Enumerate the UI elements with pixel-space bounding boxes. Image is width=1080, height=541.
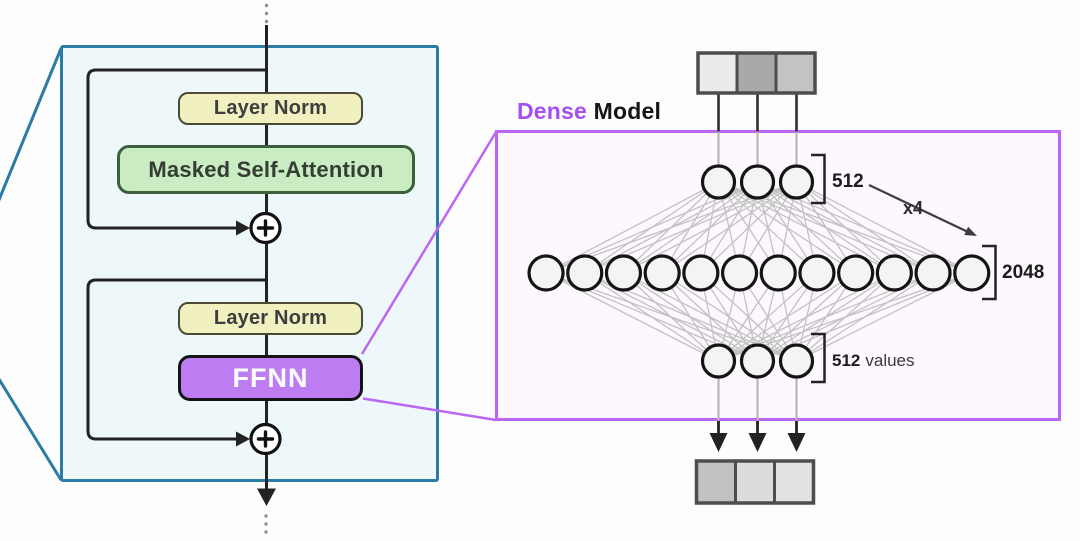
masked-self-attention-label: Masked Self-Attention — [148, 156, 384, 182]
masked-self-attention-box: Masked Self-Attention — [117, 145, 415, 194]
input-vector-cell — [774, 51, 817, 95]
ellipsis-bottom — [264, 514, 268, 534]
edge — [661, 181, 797, 274]
input-neuron — [739, 164, 776, 200]
input-neuron — [700, 164, 737, 200]
edge — [700, 181, 797, 274]
output-vector-cell — [695, 459, 737, 505]
vector-connectors — [709, 93, 806, 452]
hidden-neuron — [566, 254, 604, 292]
input-vector-cell — [735, 51, 778, 95]
purple-zoom-guide-lines — [360, 131, 498, 422]
add-node-2 — [249, 422, 282, 456]
hidden-neuron — [837, 254, 875, 292]
input-size-label: 512 — [832, 171, 864, 192]
edge — [718, 272, 818, 362]
ffnn-label: FFNN — [232, 362, 309, 393]
output-vector-cell — [734, 459, 776, 505]
layer-norm-1-label: Layer Norm — [213, 97, 328, 119]
hidden-neuron — [914, 254, 952, 292]
output-neuron — [739, 343, 776, 379]
hidden-neuron — [875, 254, 913, 292]
output-size-value: 512 — [832, 351, 861, 370]
hidden-neuron — [643, 254, 681, 292]
edge — [718, 272, 857, 362]
dense-model-title: Dense Model — [517, 98, 661, 125]
layer-norm-2-label: Layer Norm — [213, 307, 328, 329]
bracket-512-top — [811, 153, 826, 205]
dense-model-title-dense: Dense — [517, 98, 588, 124]
bracket-512-bottom — [811, 332, 826, 384]
output-neuron — [700, 343, 737, 379]
layer-norm-2-box: Layer Norm — [178, 302, 363, 335]
hidden-neuron — [604, 254, 643, 292]
output-arrowhead — [787, 433, 806, 452]
skip-2-arrowhead — [236, 431, 250, 447]
hidden-neuron — [682, 254, 720, 292]
edge — [796, 181, 895, 274]
add-node-1 — [249, 211, 282, 245]
vector-cells — [694, 51, 817, 505]
hidden-size-label: 2048 — [1002, 262, 1045, 283]
hidden-neuron — [720, 254, 759, 292]
output-size-suffix: values — [865, 351, 915, 370]
hidden-neuron — [953, 254, 991, 292]
input-neuron — [778, 164, 815, 200]
repeat-x4-arrow — [868, 184, 977, 236]
output-arrowhead — [748, 433, 767, 452]
residual-skip-1 — [86, 68, 267, 230]
bracket-2048 — [982, 244, 997, 301]
input-vector-outline — [696, 51, 817, 95]
input-vector-cell — [696, 51, 739, 95]
hidden-neuron — [798, 254, 836, 292]
repeat-label: x4 — [903, 198, 924, 218]
hidden-neuron — [759, 254, 797, 292]
edge — [796, 181, 934, 274]
teal-zoom-guide-lines — [0, 47, 63, 481]
layer-norm-1-box: Layer Norm — [178, 92, 363, 125]
hidden-neuron — [527, 254, 565, 292]
edge — [584, 272, 719, 362]
size-brackets — [811, 153, 997, 384]
output-vector-cell — [773, 459, 815, 505]
ffnn-box: FFNN — [178, 355, 363, 401]
output-neuron — [778, 343, 815, 379]
residual-skip-2 — [86, 278, 267, 441]
ellipsis-top — [264, 3, 269, 24]
edge — [623, 272, 719, 362]
output-arrowhead — [257, 488, 276, 506]
skip-1-arrowhead — [236, 220, 250, 236]
output-vector-outline — [694, 459, 816, 505]
output-arrowhead — [709, 433, 728, 452]
transformer-flow — [86, 3, 282, 534]
network-nodes — [527, 164, 991, 379]
dense-model-title-model: Model — [593, 98, 662, 124]
